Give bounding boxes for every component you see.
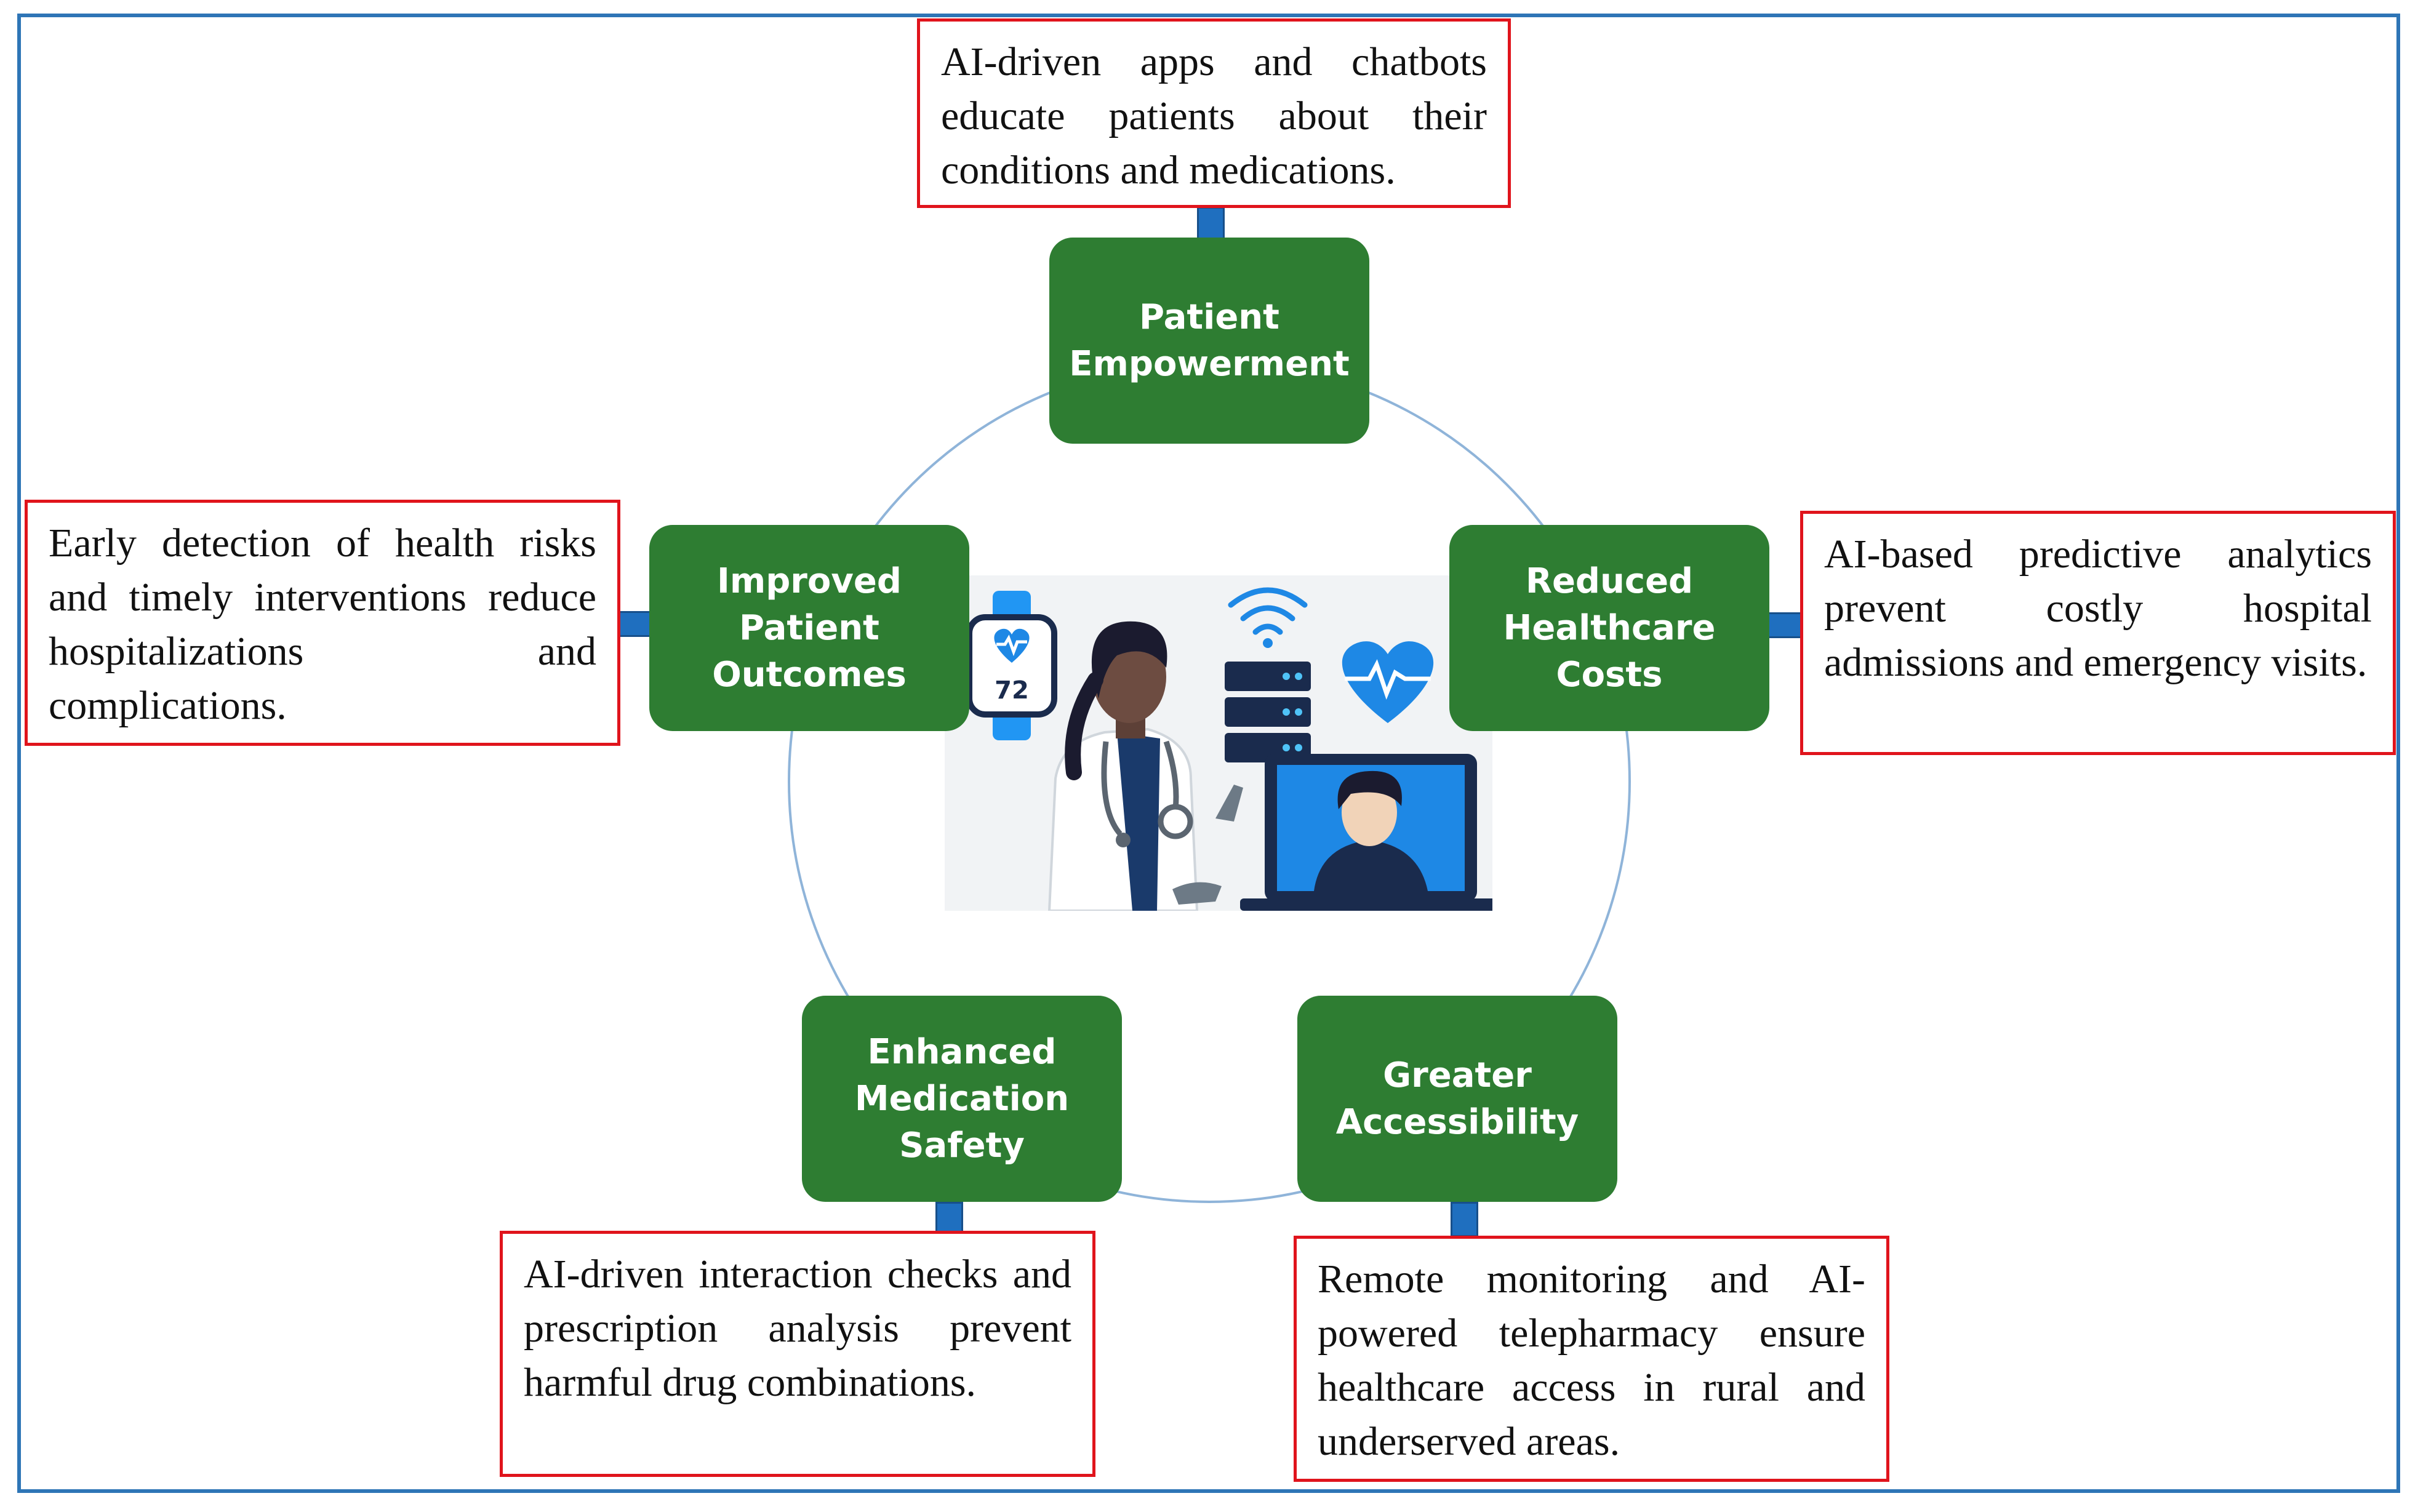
smartwatch-icon: 72: [966, 591, 1057, 740]
telehealth-illustration: 72: [945, 575, 1492, 911]
node-enhanced-medication-safety: Enhanced Medication Safety: [802, 996, 1122, 1202]
description-medication-safety: AI-driven interaction checks and prescri…: [500, 1231, 1095, 1477]
node-reduced-healthcare-costs: Reduced Healthcare Costs: [1449, 525, 1769, 731]
server-icon: [1225, 662, 1311, 762]
connector-bottom-left: [935, 1202, 963, 1235]
node-label: Improved Patient Outcomes: [712, 561, 907, 695]
connector-right: [1765, 612, 1802, 638]
node-label: Patient Empowerment: [1069, 297, 1350, 384]
node-label: Enhanced Medication Safety: [854, 1031, 1070, 1166]
description-text: AI-based predictive analytics prevent co…: [1824, 532, 2372, 685]
connector-left: [617, 611, 653, 637]
description-text: AI-driven interaction checks and prescri…: [524, 1252, 1071, 1405]
description-greater-accessibility: Remote monitoring and AI-powered telepha…: [1294, 1236, 1889, 1482]
node-patient-empowerment: Patient Empowerment: [1049, 238, 1369, 444]
description-text: AI-driven apps and chatbots educate pati…: [941, 39, 1487, 193]
connector-top: [1197, 207, 1225, 240]
wifi-icon: [1228, 587, 1308, 648]
node-label: Greater Accessibility: [1335, 1055, 1579, 1142]
node-improved-patient-outcomes: Improved Patient Outcomes: [649, 525, 969, 731]
node-greater-accessibility: Greater Accessibility: [1297, 996, 1617, 1202]
description-improved-outcomes: Early detection of health risks and time…: [25, 500, 620, 746]
laptop-patient-icon: [1240, 754, 1492, 911]
heart-pulse-icon: [1342, 641, 1434, 723]
description-reduced-healthcare-costs: AI-based predictive analytics prevent co…: [1800, 511, 2396, 755]
watch-reading: 72: [995, 676, 1029, 705]
connector-bottom-right: [1451, 1202, 1478, 1237]
node-label: Reduced Healthcare Costs: [1503, 561, 1716, 695]
description-text: Remote monitoring and AI-powered telepha…: [1318, 1257, 1865, 1464]
diagram-frame: [17, 14, 2400, 1493]
doctor-figure: [1047, 621, 1243, 911]
description-text: Early detection of health risks and time…: [49, 521, 596, 728]
description-patient-empowerment: AI-driven apps and chatbots educate pati…: [917, 18, 1511, 208]
